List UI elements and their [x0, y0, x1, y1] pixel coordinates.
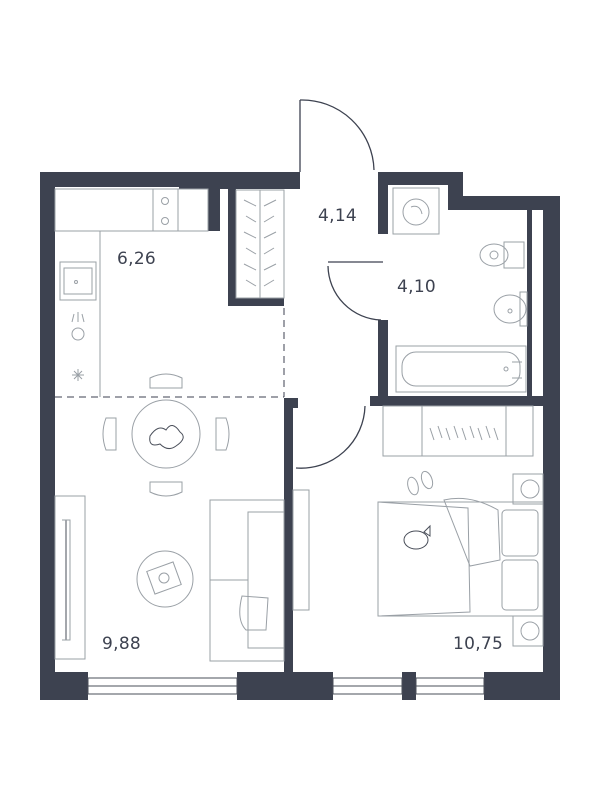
living-area-label: 9,88 [102, 634, 142, 654]
bedroom-area-label: 10,75 [453, 634, 504, 654]
hall-area-label: 4,14 [318, 206, 358, 226]
rug-icon [136, 550, 194, 608]
cat-icon [403, 524, 431, 550]
windows [87, 677, 485, 695]
bathroom-furniture [392, 187, 528, 393]
kitchen-furniture [54, 188, 209, 397]
tap-icon [71, 312, 85, 341]
wardrobe-icon [235, 189, 285, 299]
bedroom-furniture [292, 405, 544, 647]
bathroom-area-label: 4,10 [397, 277, 437, 297]
kitchen-area-label: 6,26 [117, 249, 157, 269]
kitchen-sink-icon [59, 261, 97, 301]
toilet-icon [479, 241, 525, 269]
stove-icon [152, 188, 179, 232]
nightstand-bottom [512, 615, 544, 647]
sofa-icon [209, 499, 285, 662]
living-furniture [54, 495, 285, 662]
doors [291, 99, 383, 470]
dining-table-icon [102, 373, 230, 497]
bedroom-radiator [292, 489, 310, 611]
walls [40, 172, 560, 700]
bathtub-icon [395, 345, 527, 393]
washing-machine-icon [392, 187, 440, 235]
bedroom-wardrobe [382, 405, 534, 457]
spark-icon [72, 369, 84, 381]
nightstand-top [512, 473, 544, 505]
sink-icon [493, 291, 528, 327]
slippers-icon [407, 470, 434, 496]
bed-icon [377, 497, 544, 617]
tv-unit [54, 495, 86, 660]
